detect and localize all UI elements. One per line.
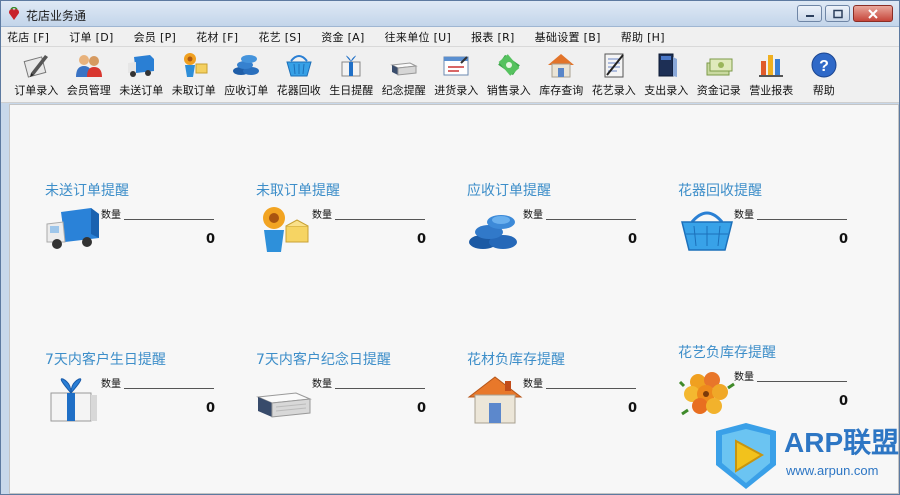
book-icon: [658, 53, 678, 77]
toolbar-inventory-query[interactable]: 库存查询: [535, 51, 588, 101]
card-underline: [546, 388, 636, 389]
card-underline: [124, 388, 214, 389]
toolbar-sales-entry[interactable]: 销售录入: [483, 51, 536, 101]
money-icon: [497, 54, 520, 76]
card-count: 0: [838, 394, 848, 409]
card-birthday-reminder[interactable]: 7天内客户生日提醒 数量 0: [45, 349, 245, 439]
card-title[interactable]: 7天内客户生日提醒: [45, 352, 166, 368]
house-icon: [548, 54, 575, 78]
card-anniversary-reminder[interactable]: 7天内客户纪念日提醒 数量 0: [256, 349, 456, 439]
card-count: 0: [627, 401, 637, 416]
maximize-button[interactable]: [825, 5, 850, 22]
card-title[interactable]: 未取订单提醒: [256, 183, 340, 199]
toolbar-fund-records[interactable]: 资金记录: [693, 51, 746, 101]
card-underline: [335, 219, 425, 220]
card-title[interactable]: 花器回收提醒: [678, 183, 762, 199]
pen-order-icon: [23, 55, 49, 78]
cash-icon: [706, 58, 733, 76]
card-title[interactable]: 应收订单提醒: [467, 183, 551, 199]
menu-settings[interactable]: 基础设置 [B]: [534, 30, 601, 44]
bouquet-icon: [678, 372, 735, 416]
card-receivable-orders[interactable]: 应收订单提醒 数量 0: [467, 180, 667, 270]
menu-funds[interactable]: 资金 [A]: [321, 30, 365, 44]
close-button[interactable]: [853, 5, 893, 22]
maximize-icon: [832, 9, 843, 18]
menu-bar: 花店 [F] 订单 [D] 会员 [P] 花材 [F] 花艺 [S] 资金 [A…: [1, 27, 899, 47]
toolbar-floral-art-entry[interactable]: 花艺录入: [588, 51, 641, 101]
title-bar[interactable]: 花店业务通: [1, 1, 899, 27]
basket-icon: [286, 55, 312, 77]
toolbar-birthday-reminder[interactable]: 生日提醒: [325, 51, 378, 101]
window-title: 花店业务通: [26, 9, 87, 23]
flower-box-icon: [263, 207, 309, 252]
card-title[interactable]: 花材负库存提醒: [467, 352, 565, 368]
card-title[interactable]: 花艺负库存提醒: [678, 345, 776, 361]
card-vase-recycling[interactable]: 花器回收提醒 数量 0: [678, 180, 878, 270]
flower-box-icon: [183, 53, 208, 77]
card-count: 0: [205, 232, 215, 247]
box-icon: [256, 392, 312, 418]
watermark-url: www.arpun.com: [786, 463, 879, 478]
coins-icon: [233, 55, 260, 75]
card-title[interactable]: 7天内客户纪念日提醒: [256, 352, 391, 368]
menu-floral-art[interactable]: 花艺 [S]: [258, 30, 302, 44]
notebook-icon: [604, 53, 624, 78]
card-count: 0: [205, 401, 215, 416]
card-underline: [757, 381, 847, 382]
watermark-brand: ARP联盟: [784, 427, 900, 458]
menu-partners[interactable]: 往来单位 [U]: [384, 30, 452, 44]
app-logo-icon: [9, 7, 19, 20]
card-count: 0: [627, 232, 637, 247]
toolbar-help[interactable]: ? 帮助: [798, 51, 851, 101]
menu-orders[interactable]: 订单 [D]: [69, 30, 114, 44]
delivery-truck-icon: [128, 55, 155, 77]
toolbar-purchase-entry[interactable]: 进货录入: [430, 51, 483, 101]
card-count: 0: [416, 232, 426, 247]
gift-icon: [50, 378, 97, 422]
toolbar-member-management[interactable]: 会员管理: [63, 51, 116, 101]
toolbar-order-entry[interactable]: 订单录入: [10, 51, 63, 101]
card-title[interactable]: 未送订单提醒: [45, 183, 129, 199]
delivery-truck-icon: [46, 208, 99, 249]
svg-text:?: ?: [819, 58, 829, 75]
toolbar-receivable-orders[interactable]: 应收订单: [220, 51, 273, 101]
card-count: 0: [416, 401, 426, 416]
basket-icon: [681, 211, 733, 251]
card-flower-negative-stock[interactable]: 花材负库存提醒 数量 0: [467, 349, 667, 439]
menu-reports[interactable]: 报表 [R]: [471, 30, 515, 44]
gift-icon: [341, 55, 361, 77]
menu-shop[interactable]: 花店 [F]: [7, 30, 50, 44]
toolbar-business-report[interactable]: 营业报表: [745, 51, 798, 101]
card-underline: [757, 219, 847, 220]
toolbar-anniversary-reminder[interactable]: 纪念提醒: [378, 51, 431, 101]
bar-chart-icon: [759, 55, 784, 77]
members-icon: [75, 55, 102, 77]
house-icon: [467, 376, 523, 424]
toolbar: 订单录入 会员管理 未送订单 未取订单: [1, 47, 899, 103]
card-underline: [124, 219, 214, 220]
card-undelivered-orders[interactable]: 未送订单提醒 数量 0: [45, 180, 245, 270]
card-unpicked-orders[interactable]: 未取订单提醒 数量 0: [256, 180, 456, 270]
menu-members[interactable]: 会员 [P]: [133, 30, 177, 44]
toolbar-undelivered-orders[interactable]: 未送订单: [115, 51, 168, 101]
menu-flower-materials[interactable]: 花材 [F]: [196, 30, 239, 44]
card-count: 0: [838, 232, 848, 247]
toolbar-vase-recycling[interactable]: 花器回收: [273, 51, 326, 101]
coins-icon: [469, 215, 517, 249]
minimize-button[interactable]: [797, 5, 822, 22]
toolbar-unpicked-orders[interactable]: 未取订单: [168, 51, 221, 101]
watermark-logo-icon: [716, 423, 776, 489]
menu-help[interactable]: 帮助 [H]: [620, 30, 665, 44]
help-icon: ?: [811, 52, 837, 78]
close-icon: [868, 8, 878, 19]
card-underline: [546, 219, 636, 220]
watermark: ARP联盟 www.arpun.com: [706, 413, 900, 495]
purchase-form-icon: [443, 56, 469, 76]
toolbar-expense-entry[interactable]: 支出录入: [640, 51, 693, 101]
minimize-icon: [805, 14, 814, 17]
box-icon: [390, 62, 418, 76]
card-floral-negative-stock[interactable]: 花艺负库存提醒 数量 0: [678, 342, 878, 432]
card-underline: [335, 388, 425, 389]
